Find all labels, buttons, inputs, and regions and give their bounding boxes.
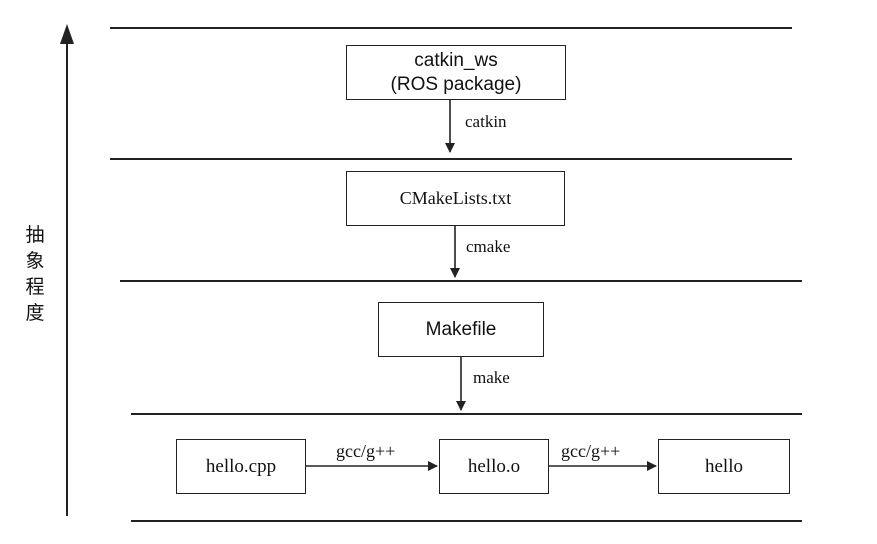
cmakelists-node-label: CMakeLists.txt xyxy=(399,188,512,209)
abstraction-level-label: 抽 象 程 度 xyxy=(22,222,48,326)
makefile-node: Makefile xyxy=(378,302,544,357)
axis-label-char-1: 抽 xyxy=(25,224,45,246)
hello-cpp-node-label: hello.cpp xyxy=(205,455,277,477)
axis-label-char-4: 度 xyxy=(25,302,45,324)
hello-o-node: hello.o xyxy=(439,439,549,494)
catkin-edge-label: catkin xyxy=(465,112,507,131)
axis-label-char-3: 程 xyxy=(25,276,45,298)
catkin-ws-node: catkin_ws (ROS package) xyxy=(346,45,566,100)
gcc-edge-label-1: gcc/g++ xyxy=(336,441,396,461)
makefile-node-label: Makefile xyxy=(425,318,497,340)
gcc-edge-label-2: gcc/g++ xyxy=(561,441,621,461)
hello-cpp-node: hello.cpp xyxy=(176,439,306,494)
catkin-ws-node-title: catkin_ws xyxy=(414,49,498,71)
hello-node: hello xyxy=(658,439,790,494)
cmakelists-node: CMakeLists.txt xyxy=(346,171,565,226)
abstraction-axis-arrowhead xyxy=(60,24,74,44)
cmake-edge-label: cmake xyxy=(466,237,511,256)
hello-o-node-label: hello.o xyxy=(467,455,521,477)
hello-node-label: hello xyxy=(705,455,743,477)
make-edge-label: make xyxy=(473,368,510,387)
axis-label-char-2: 象 xyxy=(25,250,45,272)
catkin-ws-node-subtitle: (ROS package) xyxy=(390,73,522,95)
